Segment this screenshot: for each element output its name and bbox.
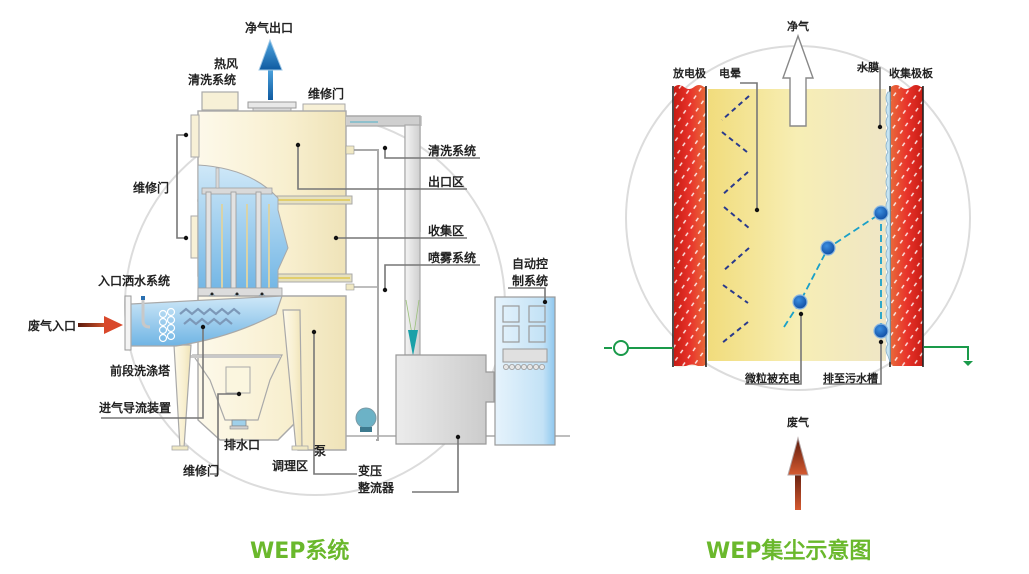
- packing-media: [158, 307, 176, 343]
- drain-outlet-flange: [231, 419, 247, 427]
- charged-particles: [792, 205, 889, 339]
- caption-wep-system: WEP系统: [250, 538, 349, 564]
- right-leader-lines: [740, 67, 884, 385]
- label-maintenance-door-top: 维修门: [308, 86, 344, 101]
- label-cleaning-system: 清洗系统: [428, 143, 476, 158]
- corona-discharge: [721, 95, 750, 344]
- label-spray-system: 喷雾系统: [428, 250, 476, 265]
- label-auto-control-1: 自动控: [512, 256, 548, 271]
- gas-channel: [708, 89, 886, 361]
- hopper: [191, 354, 283, 421]
- ground-icon: [924, 346, 973, 366]
- leg-left: [173, 344, 192, 449]
- waste-gas-inlet-arrow-icon: [78, 316, 123, 334]
- waste-gas-arrow-icon: [787, 436, 809, 510]
- label-waste-gas-inlet: 废气入口: [28, 318, 76, 333]
- exhaust-arrow-icon: [258, 38, 283, 100]
- wep-system-diagram: 净气出口 热风 清洗系统 维修门 维修门 清洗系统 出口区 收集区 喷雾系统 自…: [28, 20, 570, 564]
- label-maintenance-door-bottom: 维修门: [183, 463, 219, 478]
- pump-icon: [355, 407, 377, 432]
- wep-dust-collection-diagram: 净气 放电极 电晕 水膜 收集极板 微粒被充电 排至污水槽 废气 WEP集尘示意…: [604, 19, 973, 564]
- label-collection-zone: 收集区: [428, 223, 464, 238]
- spray-line: [346, 149, 379, 441]
- caption-wep-dust-collection: WEP集尘示意图: [706, 538, 871, 564]
- label-inlet-flow-guide: 进气导流装置: [99, 400, 171, 415]
- water-film: [885, 91, 891, 363]
- inlet-flange: [124, 295, 132, 351]
- label-inlet-sprinkler: 入口洒水系统: [98, 273, 170, 288]
- transformer-rectifier: [395, 354, 495, 445]
- label-pump: 泵: [314, 444, 326, 458]
- auto-control-cabinet: [494, 296, 556, 446]
- label-hot-air-cleaning-1: 热风: [214, 56, 238, 71]
- label-clean-gas: 净气: [787, 19, 809, 33]
- label-hot-air-cleaning-2: 清洗系统: [188, 72, 236, 87]
- leader-lines: [101, 132, 548, 493]
- label-drain-to-sump: 排至污水槽: [823, 371, 878, 385]
- clean-gas-arrow-icon: [782, 33, 814, 127]
- side-door-upper: [190, 114, 200, 158]
- label-transformer-2: 整流器: [357, 480, 395, 495]
- drain-maintenance-door: [225, 366, 251, 394]
- label-pre-scrubber: 前段洗涤塔: [110, 363, 171, 378]
- label-discharge-electrode: 放电极: [672, 66, 707, 80]
- label-maintenance-door-left: 维修门: [133, 180, 169, 195]
- label-particles-charged: 微粒被充电: [744, 371, 800, 385]
- label-water-film: 水膜: [857, 60, 879, 74]
- high-voltage-terminal: [604, 340, 673, 356]
- exhaust-duct: [404, 124, 421, 356]
- label-collecting-plate: 收集极板: [889, 66, 934, 80]
- label-transformer-1: 变压: [358, 463, 382, 478]
- hot-air-cleaning-box: [201, 91, 239, 111]
- outlet-flange: [247, 101, 297, 109]
- collecting-plate: [889, 85, 924, 367]
- label-auto-control-2: 制系统: [512, 273, 548, 288]
- label-outlet-zone: 出口区: [428, 174, 464, 189]
- label-corona: 电晕: [719, 66, 741, 80]
- particle-trajectory: [783, 212, 882, 330]
- flow-guide-baffles: [179, 307, 241, 326]
- discharge-electrode: [672, 85, 707, 368]
- cutaway-collector-view: [197, 164, 289, 297]
- label-drain-outlet: 排水口: [224, 437, 260, 452]
- label-waste-gas: 废气: [787, 415, 809, 429]
- label-conditioning-zone: 调理区: [272, 459, 308, 473]
- label-clean-gas-outlet: 净气出口: [245, 20, 293, 35]
